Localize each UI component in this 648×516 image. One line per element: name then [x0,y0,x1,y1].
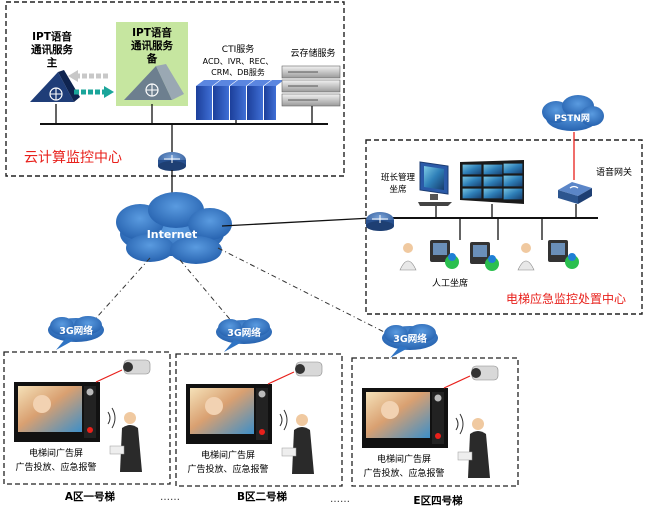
person-with-phone-icon [281,414,314,474]
zone-border [175,353,343,487]
cti-items-line-2: CRM、DB服务 [211,67,265,77]
sync-arrows [68,70,114,98]
network-3g-label: 3G网络 [393,333,427,345]
ipt-primary-line-3: 主 [47,56,58,69]
ad-screen-icon [362,388,448,448]
internet-cloud-icon [116,192,232,264]
voice-gateway-label: 语音网关 [596,166,632,178]
cloud-center-title: 云计算监控中心 [24,150,122,166]
pstn-label: PSTN网 [554,113,590,124]
ad-screen-caption-1: 电梯间广告屏 [201,449,255,461]
network-3g-bubble-icon [382,324,438,358]
network-3g-label: 3G网络 [59,325,93,337]
ellipsis-2: …… [330,494,350,505]
camera-icon [471,365,499,381]
emergency-center-router-icon [366,212,394,231]
zone-border [3,351,171,485]
person-with-phone-icon [457,418,490,478]
emergency-center-group: PSTN网 语音网关 班长管理 坐席 [365,95,643,315]
zone-border [351,357,519,487]
internet-to-emergency-link [221,217,373,227]
person-with-phone-icon [109,412,142,472]
shift-leader-monitor-icon [418,161,452,206]
ipt-backup-line-1: IPT语音 [132,26,172,39]
storage-title: 云存储服务 [290,47,335,59]
cti-title: CTI服务 [222,43,254,55]
ad-screen-caption-2: 广告投放、应急报警 [363,467,444,479]
emergency-center-drops [435,204,577,240]
zone-name: E区四号梯 [413,494,463,507]
zone-name: B区二号梯 [237,490,288,503]
video-wall-icon [460,160,524,204]
ipt-primary-line-1: IPT语音 [32,30,72,43]
cloud-center-drops [55,104,313,152]
cloud-center-border [5,1,345,177]
internet-label: Internet [147,228,198,241]
emergency-center-title: 电梯应急监控处置中心 [506,291,626,306]
wireless-signal-icon [279,409,288,431]
network-3g-bubble-icon [48,316,104,350]
voice-gateway-icon [558,182,592,204]
agents-label: 人工坐席 [432,277,468,289]
wireless-signal-icon [107,407,116,429]
ipt-backup-line-2: 通讯服务 [131,39,173,52]
ad-screen-caption-2: 广告投放、应急报警 [187,463,268,475]
network-3g-label: 3G网络 [227,327,261,339]
camera-icon [295,361,323,377]
cti-server-cluster-icon [196,80,284,120]
zone-name: A区一号梯 [65,490,116,503]
ad-screen-caption-1: 电梯间广告屏 [377,453,431,465]
cti-items-line-1: ACD、IVR、REC、 [203,57,274,66]
network-3g-bubble-icon [216,318,272,352]
storage-rack-icon [281,65,341,107]
ad-screen-caption-1: 电梯间广告屏 [29,447,83,459]
ellipsis-1: …… [160,492,180,503]
wireless-signal-icon [455,413,464,435]
agent-workstations-icon [399,240,579,271]
ad-screen-caption-2: 广告投放、应急报警 [15,461,96,473]
ipt-primary-line-2: 通讯服务 [31,43,73,56]
ad-screen-icon [14,382,100,442]
shift-leader-line-1: 班长管理 [381,172,416,183]
ad-screen-icon [186,384,272,444]
cloud-center-group: IPT语音 通讯服务 主 IPT语音 通讯服务 备 CTI服务 ACD [5,1,345,177]
ipt-backup-line-3: 备 [146,52,158,65]
camera-icon [123,359,151,375]
cloud-center-router-icon [158,152,186,171]
pstn-cloud-icon [542,95,604,131]
ipt-backup-server-icon [124,64,184,100]
emergency-center-border [365,139,643,315]
shift-leader-line-2: 坐席 [389,184,407,195]
